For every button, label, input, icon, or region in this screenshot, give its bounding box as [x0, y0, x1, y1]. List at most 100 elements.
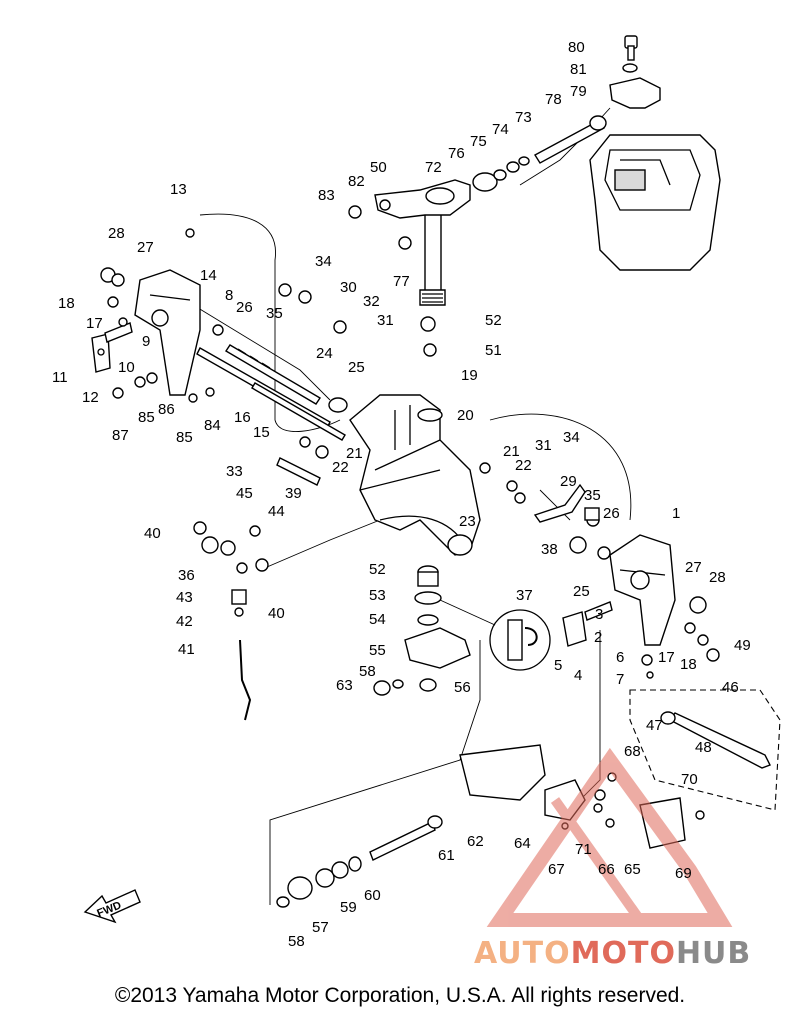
part-number-label: 69 [675, 865, 692, 882]
part-number-label: 9 [142, 333, 150, 350]
swivel-bracket [349, 394, 481, 556]
part-number-label: 43 [176, 589, 193, 606]
part-number-label: 74 [492, 121, 509, 138]
part-number-label: 57 [312, 919, 329, 936]
part-labels: 8081797873747576725082837713282714343035… [52, 39, 751, 950]
part-number-label: 20 [457, 407, 474, 424]
part-number-label: 40 [268, 605, 285, 622]
part-number-label: 31 [535, 437, 552, 454]
part-number-label: 33 [226, 463, 243, 480]
part-number-label: 12 [82, 389, 99, 406]
part-number-label: 55 [369, 642, 386, 659]
part-number-label: 39 [285, 485, 302, 502]
part-number-label: 85 [176, 429, 193, 446]
part-number-label: 48 [695, 739, 712, 756]
part-number-label: 24 [316, 345, 333, 362]
part-number-label: 8 [225, 287, 233, 304]
part-number-label: 83 [318, 187, 335, 204]
watermark-part3: HUB [675, 936, 752, 971]
part-number-label: 65 [624, 861, 641, 878]
watermark-part1: AUTO [474, 936, 571, 971]
part-number-label: 1 [672, 505, 680, 522]
part-number-label: 32 [363, 293, 380, 310]
fasteners [100, 205, 720, 830]
part-number-label: 44 [268, 503, 285, 520]
part-number-label: 27 [137, 239, 154, 256]
part-number-label: 38 [541, 541, 558, 558]
part-number-label: 25 [573, 583, 590, 600]
part-number-label: 34 [563, 429, 580, 446]
part-number-label: 23 [459, 513, 476, 530]
part-number-label: 47 [646, 717, 663, 734]
part-number-label: 37 [516, 587, 533, 604]
part-number-label: 18 [58, 295, 75, 312]
part-number-label: 46 [722, 679, 739, 696]
part-number-label: 60 [364, 887, 381, 904]
engine-cowl [589, 134, 721, 271]
shift-rod [231, 589, 252, 721]
part-number-label: 68 [624, 743, 641, 760]
part-number-label: 45 [236, 485, 253, 502]
part-number-label: 87 [112, 427, 129, 444]
part-number-label: 78 [545, 91, 562, 108]
steering-arm [374, 179, 471, 219]
part-number-label: 36 [178, 567, 195, 584]
part-number-label: 58 [359, 663, 376, 680]
part-number-label: 15 [253, 424, 270, 441]
part-number-label: 17 [658, 649, 675, 666]
link-rod [660, 711, 771, 769]
part-number-label: 53 [369, 587, 386, 604]
part-number-label: 50 [370, 159, 387, 176]
part-number-label: 31 [377, 312, 394, 329]
bracket-29 [533, 483, 600, 523]
part-number-label: 80 [568, 39, 585, 56]
part-number-label: 13 [170, 181, 187, 198]
part-number-label: 49 [734, 637, 751, 654]
copyright-notice: ©2013 Yamaha Motor Corporation, U.S.A. A… [114, 984, 686, 1007]
part-number-label: 35 [266, 305, 283, 322]
part-number-label: 2 [594, 629, 602, 646]
part-number-label: 70 [681, 771, 698, 788]
part-number-label: 56 [454, 679, 471, 696]
part-number-label: 42 [176, 613, 193, 630]
part-number-label: 86 [158, 401, 175, 418]
part-number-label: 34 [315, 253, 332, 270]
part-number-label: 6 [616, 649, 624, 666]
part-number-label: 75 [470, 133, 487, 150]
part-number-label: 77 [393, 273, 410, 290]
part-number-label: 40 [144, 525, 161, 542]
part-number-label: 52 [369, 561, 386, 578]
lower-bushings [373, 565, 471, 696]
part-number-label: 22 [515, 457, 532, 474]
part-number-label: 66 [598, 861, 615, 878]
part-number-label: 62 [467, 833, 484, 850]
part-number-label: 51 [485, 342, 502, 359]
part-number-label: 5 [554, 657, 562, 674]
part-number-label: 54 [369, 611, 386, 628]
part-number-label: 21 [346, 445, 363, 462]
part-number-label: 18 [680, 656, 697, 673]
part-number-label: 79 [570, 83, 587, 100]
part-number-label: 58 [288, 933, 305, 950]
part-number-label: 71 [575, 841, 592, 858]
part-number-label: 63 [336, 677, 353, 694]
part-number-label: 30 [340, 279, 357, 296]
part-number-label: 81 [570, 61, 587, 78]
part-number-label: 10 [118, 359, 135, 376]
part-number-label: 3 [595, 606, 603, 623]
left-clamp-bracket [91, 269, 201, 396]
top-bracket-cap [609, 35, 661, 109]
part-number-label: 26 [603, 505, 620, 522]
steering-shaft [419, 194, 446, 306]
part-number-label: 29 [560, 473, 577, 490]
part-number-label: 21 [503, 443, 520, 460]
part-number-label: 72 [425, 159, 442, 176]
part-number-label: 22 [332, 459, 349, 476]
part-number-label: 73 [515, 109, 532, 126]
part-number-label: 85 [138, 409, 155, 426]
part-number-label: 76 [448, 145, 465, 162]
part-number-label: 64 [514, 835, 531, 852]
part-number-label: 25 [348, 359, 365, 376]
part-number-label: 28 [108, 225, 125, 242]
